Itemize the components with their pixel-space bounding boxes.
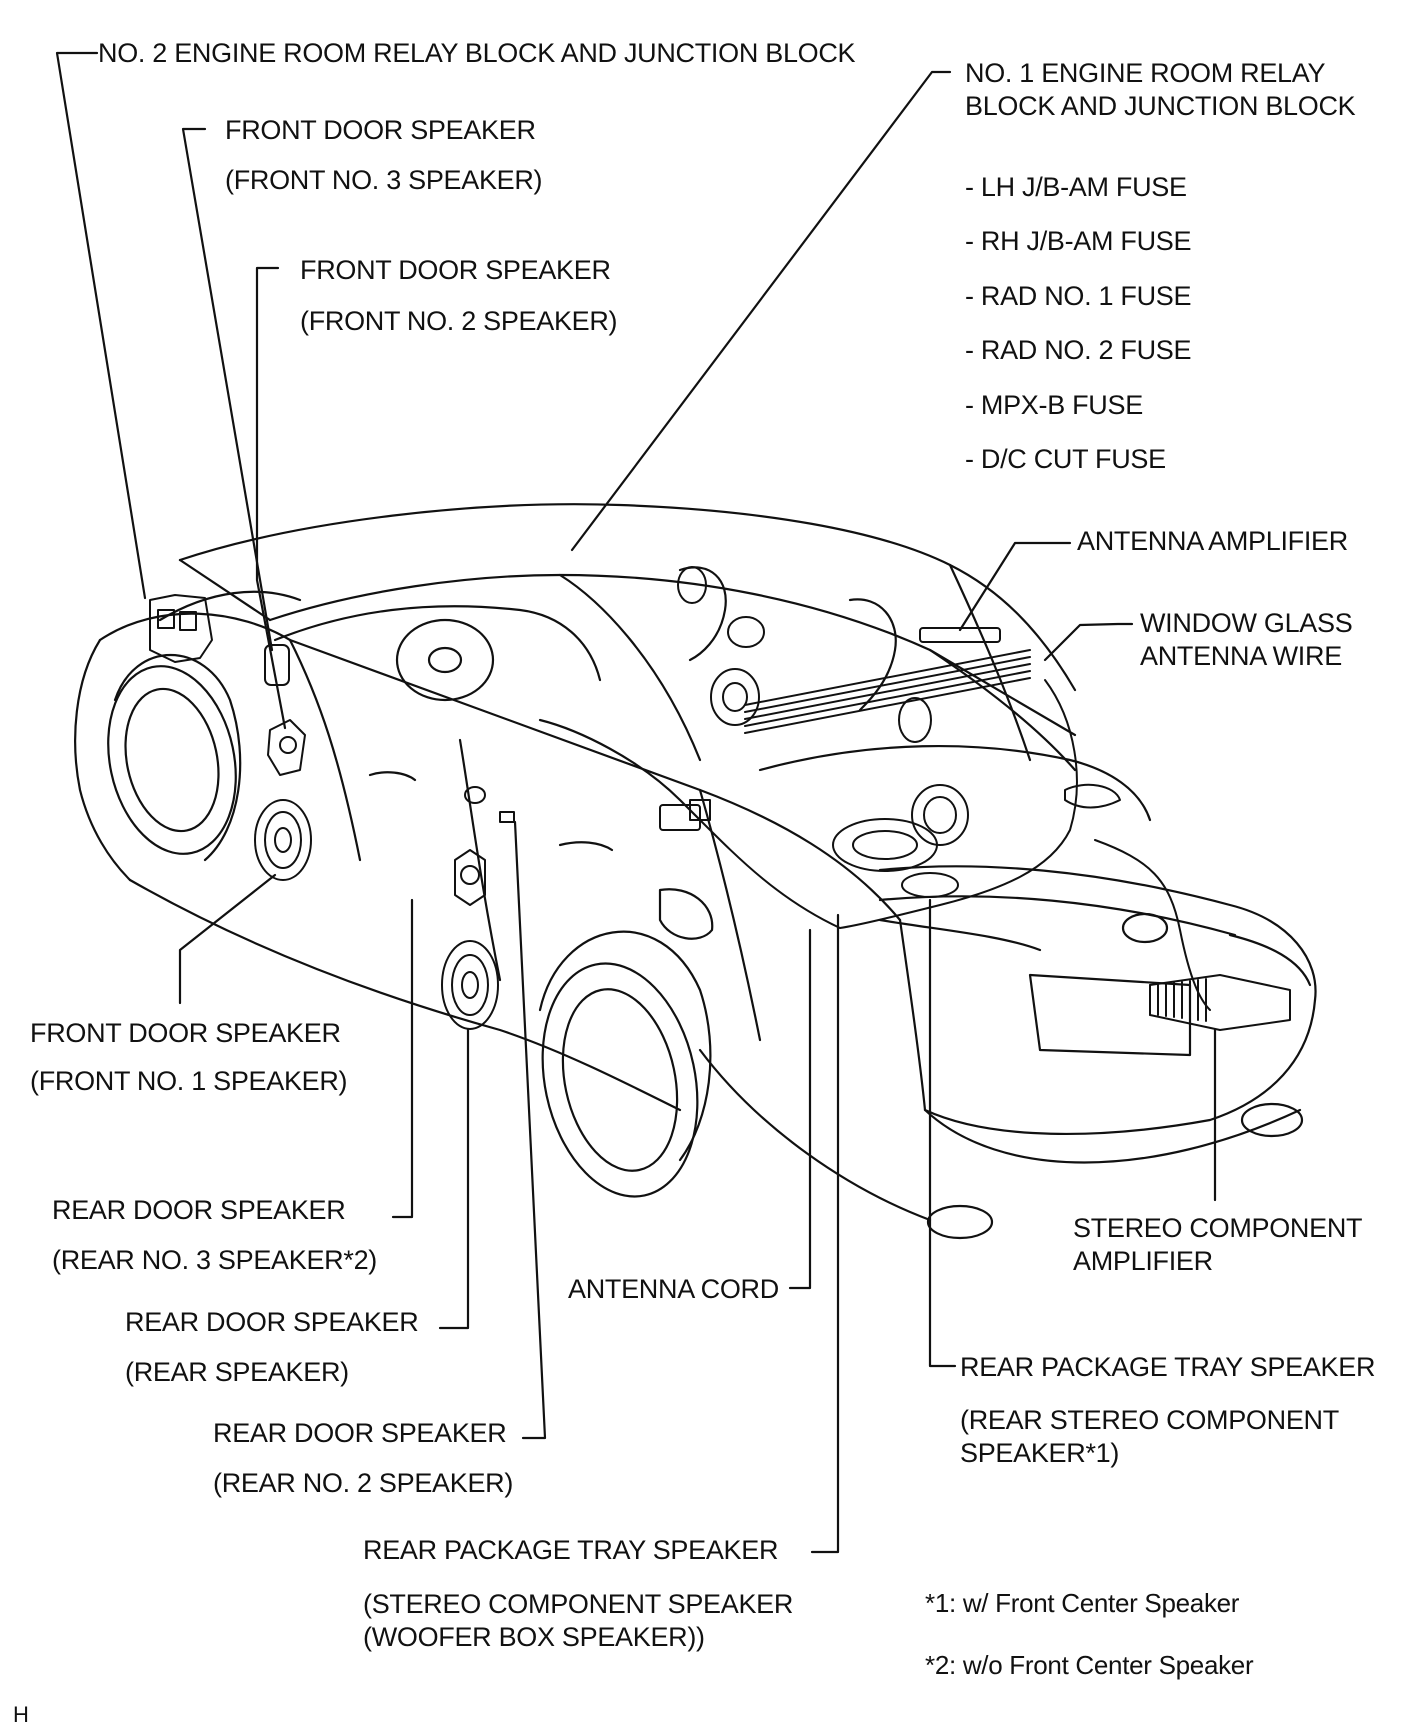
label-front-no2-speaker: (FRONT NO. 2 SPEAKER) (300, 306, 618, 336)
rear-package-tray-speakers (832, 783, 1121, 898)
antenna-cord (699, 679, 1211, 1011)
front-no1-speaker (254, 799, 312, 881)
label-antenna-wire: ANTENNA WIRE (1140, 641, 1342, 671)
upper-speakers (677, 566, 932, 743)
front-no2-speaker (267, 719, 306, 776)
label-stereo-component-speaker: (STEREO COMPONENT SPEAKER (363, 1589, 794, 1619)
label-front-door-speaker-no3: FRONT DOOR SPEAKER (225, 115, 536, 145)
label-fuse-rh-jb-am: - RH J/B-AM FUSE (965, 226, 1192, 256)
rear-no3-speaker (454, 849, 486, 906)
label-no1-engine-room-line1: NO. 1 ENGINE ROOM RELAY (965, 58, 1326, 88)
rear-no2-speaker (464, 786, 515, 823)
label-rear-stereo-component: (REAR STEREO COMPONENT (960, 1405, 1339, 1435)
label-speaker-note1: SPEAKER*1) (960, 1438, 1120, 1468)
label-rear-no3-speaker: (REAR NO. 3 SPEAKER*2) (52, 1245, 377, 1275)
label-woofer-box-speaker: (WOOFER BOX SPEAKER)) (363, 1622, 705, 1652)
label-front-door-speaker-no2: FRONT DOOR SPEAKER (300, 255, 611, 285)
label-front-no1-speaker: (FRONT NO. 1 SPEAKER) (30, 1066, 348, 1096)
stereo-component-amplifier (1149, 974, 1291, 1031)
label-no2-engine-room-relay-block: NO. 2 ENGINE ROOM RELAY BLOCK AND JUNCTI… (98, 38, 856, 68)
label-rear-door-speaker-no3: REAR DOOR SPEAKER (52, 1195, 346, 1225)
label-fuse-rad-no2: - RAD NO. 2 FUSE (965, 335, 1192, 365)
leader-lines (55, 51, 1217, 1554)
no2-engine-room-relay-block (149, 594, 213, 663)
label-antenna-amplifier: ANTENNA AMPLIFIER (1077, 526, 1348, 556)
label-fuse-rad-no1: - RAD NO. 1 FUSE (965, 281, 1192, 311)
label-rear-package-tray-speaker-woofer: REAR PACKAGE TRAY SPEAKER (363, 1535, 779, 1565)
car-body-outline (74, 503, 1317, 1240)
center-console-components (659, 799, 711, 831)
label-window-glass: WINDOW GLASS (1140, 608, 1353, 638)
label-stereo-component: STEREO COMPONENT (1073, 1213, 1363, 1243)
front-no3-speaker (264, 644, 290, 686)
footnote-1: *1: w/ Front Center Speaker (925, 1588, 1240, 1618)
label-front-no3-speaker: (FRONT NO. 3 SPEAKER) (225, 165, 543, 195)
figure-reference: H (13, 1702, 29, 1727)
label-rear-speaker: (REAR SPEAKER) (125, 1357, 349, 1387)
label-amplifier: AMPLIFIER (1073, 1246, 1213, 1276)
window-glass-antenna (744, 649, 1031, 734)
label-front-door-speaker-no1: FRONT DOOR SPEAKER (30, 1018, 341, 1048)
footnote-2: *2: w/o Front Center Speaker (925, 1650, 1254, 1680)
label-rear-door-speaker-no2: REAR DOOR SPEAKER (213, 1418, 507, 1448)
label-rear-package-tray-speaker-stereo: REAR PACKAGE TRAY SPEAKER (960, 1352, 1376, 1382)
label-fuse-lh-jb-am: - LH J/B-AM FUSE (965, 172, 1187, 202)
label-fuse-dc-cut: - D/C CUT FUSE (965, 444, 1166, 474)
label-rear-door-speaker: REAR DOOR SPEAKER (125, 1307, 419, 1337)
label-antenna-cord: ANTENNA CORD (568, 1274, 779, 1304)
label-rear-no2-speaker: (REAR NO. 2 SPEAKER) (213, 1468, 514, 1498)
label-fuse-mpx-b: - MPX-B FUSE (965, 390, 1143, 420)
rear-speaker (441, 940, 499, 1030)
label-no1-engine-room-line2: BLOCK AND JUNCTION BLOCK (965, 91, 1356, 121)
